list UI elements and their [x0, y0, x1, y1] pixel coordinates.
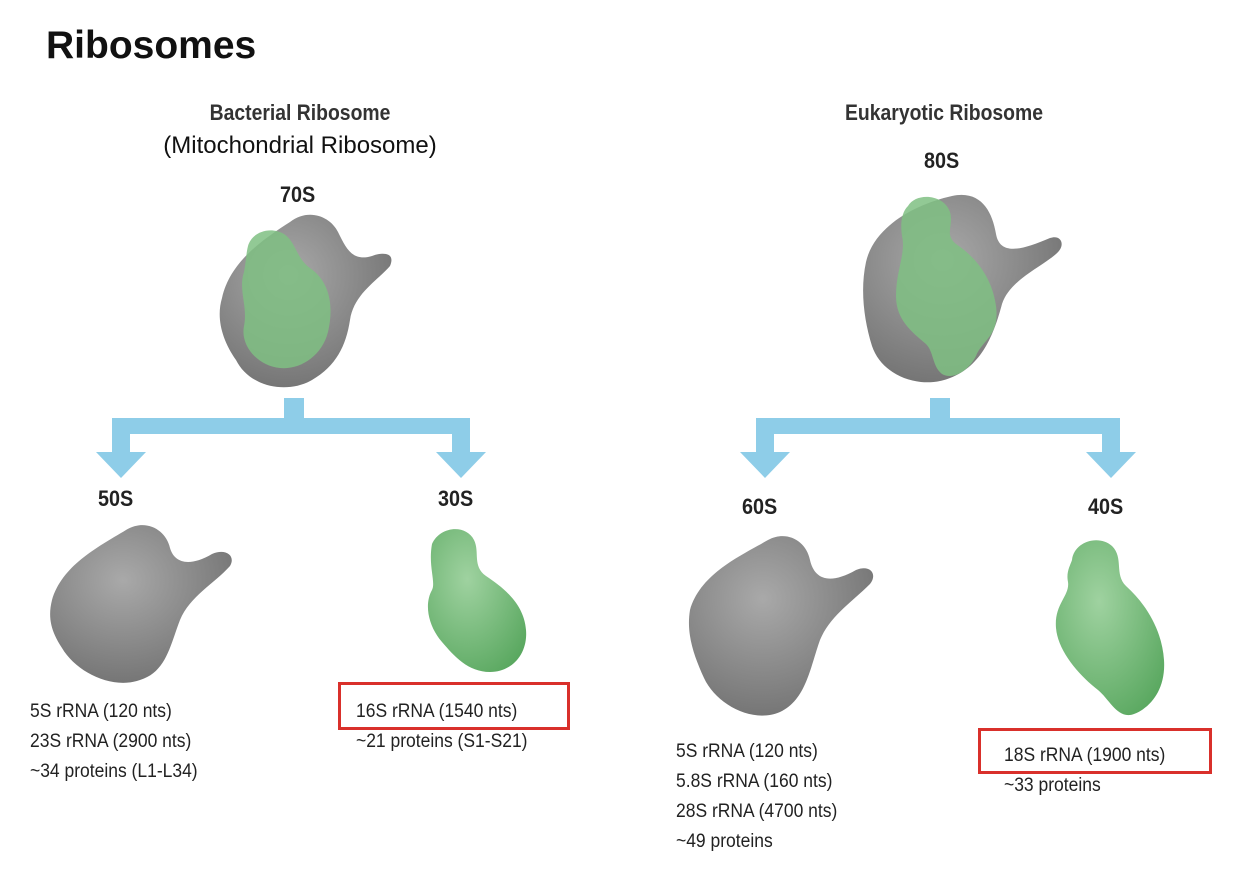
30s-components: 16S rRNA (1540 nts) ~21 proteins (S1-S21… [356, 697, 528, 757]
bacterial-heading: Bacterial Ribosome [209, 100, 391, 125]
16s-highlight-box [338, 682, 570, 730]
page-title: Ribosomes [46, 24, 257, 67]
50s-component: ~34 proteins (L1-L34) [30, 761, 198, 782]
60s-component: 5S rRNA (120 nts) [676, 741, 818, 762]
bacterial-branch-arrow [96, 398, 486, 478]
subunit-50s-shape [50, 525, 232, 683]
subunit-60s-shape [688, 536, 874, 716]
label-70s: 70S [279, 182, 316, 207]
subunit-40s-shape [1055, 540, 1165, 716]
label-50s: 50S [97, 486, 134, 511]
16s-rrna-label: 16S rRNA (1540 nts) [356, 701, 518, 722]
60s-component: 5.8S rRNA (160 nts) [676, 771, 833, 792]
label-80s: 80S [923, 148, 960, 173]
label-60s: 60S [741, 494, 778, 519]
30s-component: ~21 proteins (S1-S21) [356, 731, 528, 752]
ribosome-80s-shape [863, 194, 1062, 383]
50s-component: 23S rRNA (2900 nts) [30, 731, 192, 752]
50s-component: 5S rRNA (120 nts) [30, 701, 172, 722]
40s-components: 18S rRNA (1900 nts) ~33 proteins [1004, 741, 1165, 801]
50s-components: 5S rRNA (120 nts) 23S rRNA (2900 nts) ~3… [30, 697, 198, 787]
18s-highlight-box [978, 728, 1212, 774]
ribosome-70s-shape [219, 214, 392, 388]
label-30s: 30S [437, 486, 474, 511]
eukaryotic-heading: Eukaryotic Ribosome [845, 100, 1043, 125]
60s-component: 28S rRNA (4700 nts) [676, 801, 838, 822]
18s-rrna-label: 18S rRNA (1900 nts) [1004, 745, 1166, 766]
40s-component: ~33 proteins [1004, 775, 1101, 796]
label-40s: 40S [1087, 494, 1124, 519]
subunit-30s-shape [427, 529, 527, 672]
bacterial-subheading: (Mitochondrial Ribosome) [163, 132, 437, 159]
60s-component: ~49 proteins [676, 831, 773, 852]
60s-components: 5S rRNA (120 nts) 5.8S rRNA (160 nts) 28… [676, 737, 837, 857]
eukaryotic-branch-arrow [740, 398, 1136, 478]
